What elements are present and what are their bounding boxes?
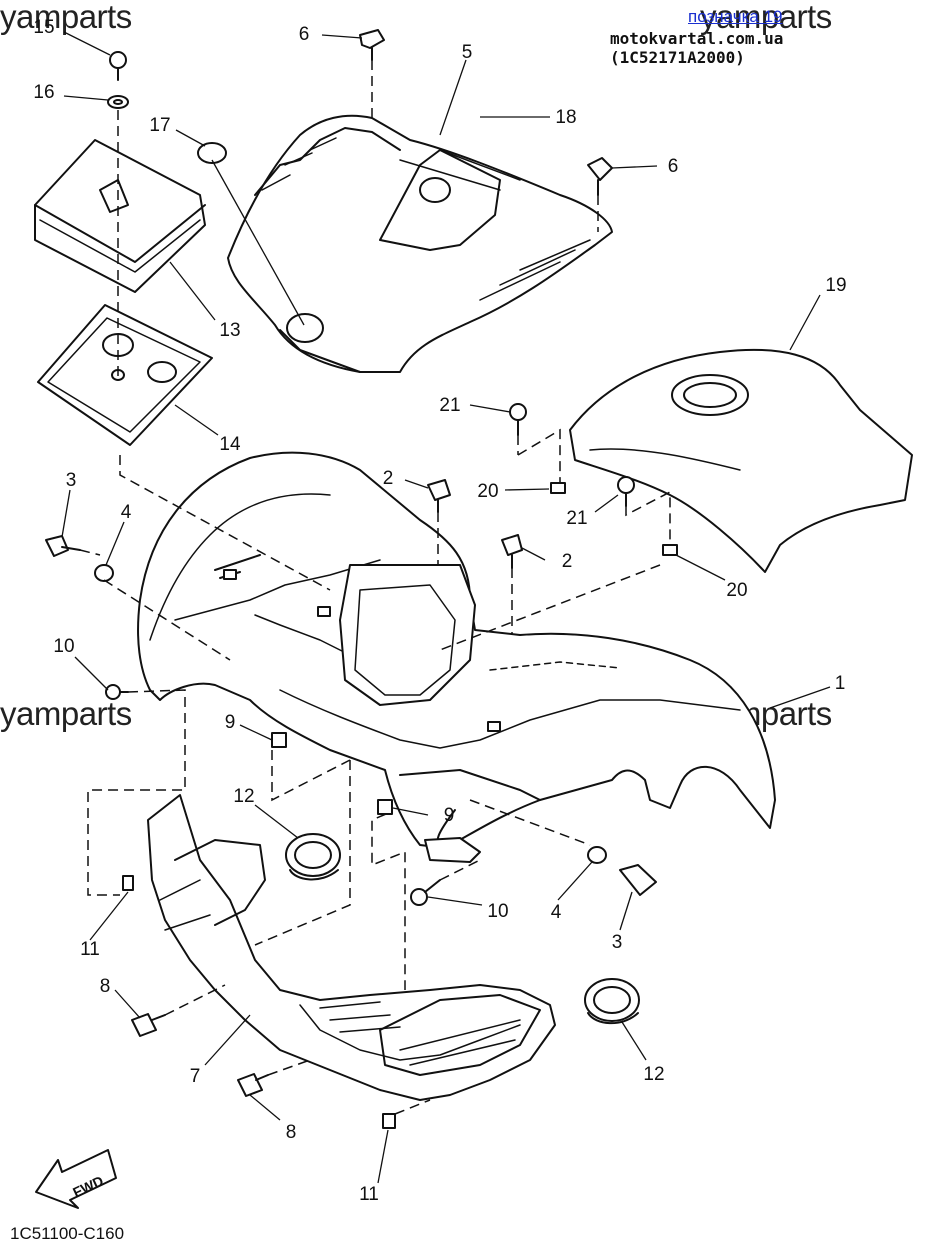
fwd-arrow: FWD <box>35 1149 117 1209</box>
callout: 7 <box>190 1066 201 1087</box>
callout: 1 <box>835 673 846 694</box>
callout: 18 <box>555 107 576 128</box>
clip <box>377 799 393 815</box>
callout: 12 <box>643 1064 664 1085</box>
callout: 11 <box>359 1184 379 1205</box>
bolt <box>587 157 613 196</box>
nut <box>587 846 607 864</box>
catalog-code: 1C51100-C160 <box>10 1224 125 1243</box>
watermark: yamparts <box>0 0 132 35</box>
washer <box>107 95 129 109</box>
site-reference: motokvartal.com.ua (1C52171A2000) <box>610 29 784 67</box>
callout: 13 <box>219 320 240 341</box>
callout: 3 <box>612 932 623 953</box>
watermark: yamparts <box>0 695 132 732</box>
bolt <box>501 534 523 569</box>
callout: 17 <box>149 115 170 136</box>
callout: 19 <box>825 275 846 296</box>
clip <box>122 875 134 891</box>
callout: 12 <box>233 786 254 807</box>
callout: 2 <box>383 468 394 489</box>
callout: 6 <box>668 156 679 177</box>
callout: 16 <box>33 82 54 103</box>
plug <box>197 142 227 164</box>
callout: 4 <box>551 902 562 923</box>
assembly-lines <box>79 60 671 1115</box>
bolt <box>619 864 657 896</box>
callout: 21 <box>439 395 460 416</box>
callout: 15 <box>33 17 54 38</box>
leader-lines <box>61 31 831 1184</box>
clip <box>382 1113 396 1129</box>
callout: 11 <box>80 939 100 960</box>
bolt <box>359 29 385 61</box>
part-front-cover <box>227 114 613 373</box>
callout: 8 <box>100 976 111 997</box>
clip <box>271 732 287 748</box>
callout: 6 <box>299 24 310 45</box>
bolt <box>45 535 81 557</box>
page-link[interactable]: позначка 19 <box>688 7 783 26</box>
nut <box>94 564 114 582</box>
callout: 20 <box>477 481 498 502</box>
callout: 14 <box>219 434 241 455</box>
grommet <box>285 833 341 881</box>
callout-numbers: 15 16 17 6 5 18 6 13 19 14 21 2 20 3 4 2… <box>33 17 846 1205</box>
callout: 9 <box>444 805 455 826</box>
callout: 8 <box>286 1122 297 1143</box>
callout: 2 <box>562 551 573 572</box>
part-front-fender <box>137 451 776 863</box>
watermark: yamparts <box>700 0 832 35</box>
bolt <box>427 479 451 513</box>
callout: 10 <box>487 901 508 922</box>
callout: 20 <box>726 580 747 601</box>
callout: 21 <box>566 508 587 529</box>
bolt <box>509 403 527 436</box>
bolt <box>109 51 127 81</box>
grommet <box>584 978 640 1025</box>
callout: 3 <box>66 470 77 491</box>
callout: 9 <box>225 712 236 733</box>
part-tank-cover <box>569 348 913 573</box>
part-gasket <box>37 304 213 446</box>
bolt <box>617 476 635 507</box>
bolt <box>410 879 441 906</box>
bolt <box>131 1013 166 1037</box>
part-mud-guard <box>147 794 556 1101</box>
bolt <box>105 684 129 700</box>
clip <box>662 544 678 556</box>
clip <box>550 482 566 494</box>
part-lid <box>34 139 206 293</box>
callout: 5 <box>462 42 473 63</box>
callout: 10 <box>53 636 74 657</box>
callout: 4 <box>121 502 132 523</box>
bolt <box>237 1073 269 1097</box>
